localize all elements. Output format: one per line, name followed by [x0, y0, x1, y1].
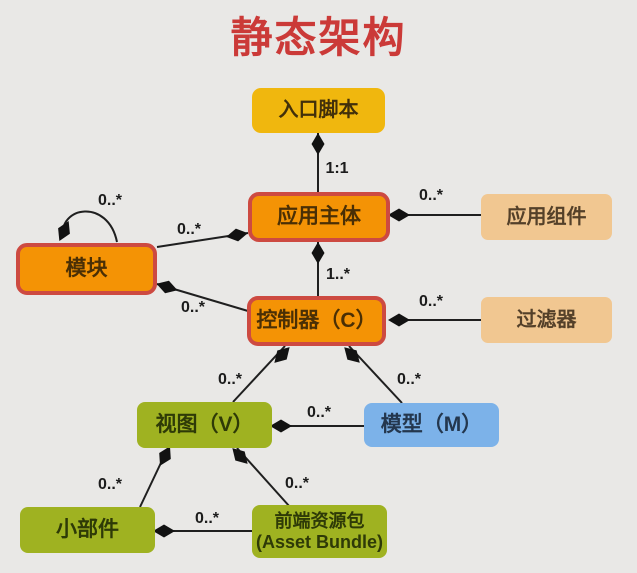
multiplicity-entry-appbody: 1:1	[325, 160, 349, 177]
multiplicity-module-controller: 0..*	[180, 299, 206, 316]
edge-line-controller-model	[348, 345, 403, 404]
aggregation-diamond-icon	[274, 347, 290, 363]
node-widget: 小部件	[20, 507, 155, 553]
asset-bundle-label-cn: 前端资源包	[274, 510, 365, 531]
aggregation-diamond-icon	[388, 313, 410, 327]
node-view: 视图（V）	[137, 402, 272, 448]
node-app-component: 应用组件	[481, 194, 612, 240]
edge-line-view-widget	[139, 447, 169, 508]
edge-line-module-self-loop	[61, 210, 118, 243]
aggregation-diamond-icon	[311, 242, 325, 264]
node-module: 模块	[16, 243, 157, 295]
aggregation-diamond-icon	[311, 133, 325, 155]
page-title: 静态架构	[230, 14, 407, 61]
multiplicity-widget-assetbundle: 0..*	[194, 510, 220, 527]
multiplicity-view-widget: 0..*	[97, 476, 123, 493]
node-entry-script: 入口脚本	[252, 88, 385, 133]
multiplicity-controller-filter: 0..*	[418, 293, 444, 310]
aggregation-diamond-icon	[270, 419, 292, 433]
multiplicity-view-assetbundle: 0..*	[284, 475, 310, 492]
aggregation-diamond-icon	[344, 347, 360, 363]
aggregation-diamond-icon	[153, 524, 175, 538]
node-controller: 控制器（C）	[247, 296, 386, 346]
edge-line-module-appbody	[156, 232, 249, 248]
node-filter: 过滤器	[481, 297, 612, 343]
multiplicity-view-model: 0..*	[306, 404, 332, 421]
aggregation-diamond-icon	[58, 221, 70, 241]
multiplicity-controller-view: 0..*	[217, 371, 243, 388]
multiplicity-appbody-appcomponent: 0..*	[418, 187, 444, 204]
aggregation-diamond-icon	[156, 280, 178, 294]
edge-line-view-assetbundle	[236, 447, 291, 508]
multiplicity-appbody-controller: 1..*	[325, 266, 351, 283]
aggregation-diamond-icon	[226, 228, 248, 242]
multiplicity-module-appbody: 0..*	[176, 221, 202, 238]
multiplicity-controller-model: 0..*	[396, 371, 422, 388]
node-app-body: 应用主体	[248, 192, 390, 242]
aggregation-diamond-icon	[388, 208, 410, 222]
multiplicity-module-self: 0..*	[97, 192, 123, 209]
node-asset-bundle: 前端资源包 (Asset Bundle)	[252, 505, 387, 558]
asset-bundle-label-en: (Asset Bundle)	[255, 531, 383, 552]
node-model: 模型（M）	[364, 403, 499, 447]
